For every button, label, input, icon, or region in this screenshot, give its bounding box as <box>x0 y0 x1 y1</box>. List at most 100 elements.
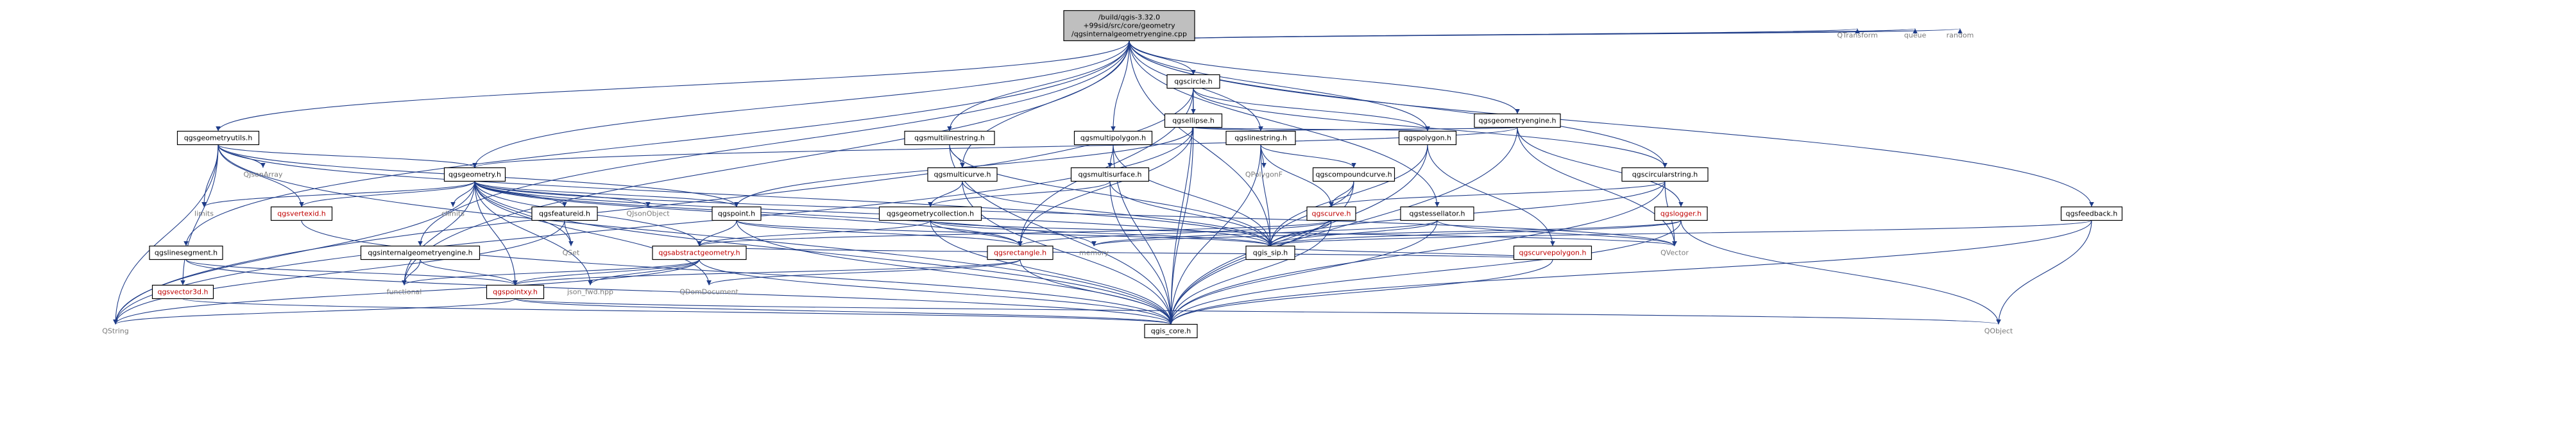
edge-qgspolygon-to-qgis_sip <box>1268 144 1428 246</box>
node-qgsgeometryutils[interactable]: qgsgeometryutils.h <box>176 130 260 146</box>
node-root[interactable]: /build/qgis-3.32.0+99sid/src/core/geomet… <box>1063 10 1195 42</box>
node-random[interactable]: random <box>1947 31 1974 40</box>
edge-qgsgeometry-to-qgspoint <box>474 181 739 207</box>
node-qpolygonf[interactable]: QPolygonF <box>1245 171 1283 179</box>
node-qgsabstractgeometry[interactable]: qgsabstractgeometry.h <box>652 245 747 260</box>
node-box-qgslinestring <box>1225 130 1296 146</box>
node-qgslinestring[interactable]: qgslinestring.h <box>1225 130 1296 146</box>
node-qgscurvepolygon[interactable]: qgscurvepolygon.h <box>1513 245 1592 260</box>
node-qset[interactable]: QSet <box>563 249 580 257</box>
node-qgsinternalgeometryengine[interactable]: qgsinternalgeometryengine.h <box>360 245 481 260</box>
edge-qgsgeometryutils-to-qjsonarray <box>218 144 266 168</box>
node-label-json_fwd: json_fwd.hpp <box>567 288 613 296</box>
node-qgsmultisurface[interactable]: qgsmultisurface.h <box>1070 167 1150 182</box>
edge-qgsabstractgeometry-to-qgspointxy <box>513 259 700 285</box>
node-qobject[interactable]: QObject <box>1984 327 2013 336</box>
edge-qgsvertexid-to-qgis_core <box>301 220 1173 325</box>
edge-qgspointxy-to-qobject <box>515 298 2000 325</box>
node-qjsonarray[interactable]: QJsonArray <box>244 171 283 179</box>
node-qgspointxy[interactable]: qgspointxy.h <box>486 284 545 300</box>
edge-qgslinestring-to-qgis_sip <box>1260 144 1273 246</box>
node-qgis_sip[interactable]: qgis_sip.h <box>1245 245 1295 260</box>
node-box-qgsvertexid <box>270 206 333 221</box>
node-qstring[interactable]: QString <box>102 327 129 336</box>
node-label-qgsinternalgeometryengine: qgsinternalgeometryengine.h <box>368 249 472 257</box>
edge-qgslogger-to-qgis_sip <box>1268 220 1682 246</box>
node-qgsvertexid[interactable]: qgsvertexid.h <box>270 206 333 221</box>
node-label-qgsmultisurface: qgsmultisurface.h <box>1079 171 1142 179</box>
edge-qgsabstractgeometry-to-functional <box>402 259 700 285</box>
edge-qgsrectangle-to-qgspointxy <box>513 259 1021 285</box>
edge-qgstessellator-to-qgis_core <box>1168 220 1438 325</box>
edge-qgspointxy-to-qstring <box>113 298 516 325</box>
node-qgslogger[interactable]: qgslogger.h <box>1654 206 1708 221</box>
edge-qgsellipse-to-qgslinestring <box>1193 126 1263 132</box>
edge-qgsgeometry-to-climits <box>450 181 475 207</box>
node-queue[interactable]: queue <box>1904 31 1927 40</box>
node-qgsmulticurve[interactable]: qgsmulticurve.h <box>927 167 998 182</box>
edge-qgsgeometry-to-qgspointxy <box>474 181 518 285</box>
node-qgstessellator[interactable]: qgstessellator.h <box>1400 206 1474 221</box>
node-label-climits: climits <box>441 210 465 218</box>
node-box-qgis_core <box>1144 323 1198 339</box>
node-limits[interactable]: limits <box>194 210 214 218</box>
node-label-queue: queue <box>1904 31 1927 40</box>
node-qgspolygon[interactable]: qgspolygon.h <box>1398 130 1457 146</box>
edge-qgsgeometryengine-to-qgis_core <box>1168 127 1518 325</box>
node-box-qgsrectangle <box>987 245 1053 260</box>
node-qgscircularstring[interactable]: qgscircularstring.h <box>1621 167 1709 182</box>
node-box-qgis_sip <box>1245 245 1295 260</box>
node-qgis_core[interactable]: qgis_core.h <box>1144 323 1198 339</box>
node-label-root: /build/qgis-3.32.0 <box>1098 13 1160 22</box>
node-box-root <box>1063 10 1195 42</box>
node-qgsellipse[interactable]: qgsellipse.h <box>1164 113 1223 128</box>
node-qgsgeometryengine[interactable]: qgsgeometryengine.h <box>1474 113 1561 128</box>
edge-qgscircle-to-qgsrectangle <box>1018 88 1194 246</box>
edge-qgsabstractgeometry-to-qstring <box>113 259 700 325</box>
edge-qgstessellator-to-memory <box>1091 220 1438 246</box>
node-label-qgslinesegment: qgslinesegment.h <box>155 249 218 257</box>
node-qgspoint[interactable]: qgspoint.h <box>712 206 762 221</box>
node-qdomdocument[interactable]: QDomDocument <box>679 288 738 296</box>
edge-qgslogger-to-memory <box>1091 220 1682 246</box>
node-qgscurve[interactable]: qgscurve.h <box>1306 206 1356 221</box>
node-memory[interactable]: memory <box>1079 249 1109 257</box>
edge-qgspoint-to-qgsrectangle <box>736 220 1023 246</box>
node-qvector[interactable]: QVector <box>1660 249 1689 257</box>
edge-qgsgeometryutils-to-limits <box>201 144 219 207</box>
edge-qgsgeometryutils-to-qstring <box>113 144 219 325</box>
node-label-qjsonarray: QJsonArray <box>244 171 283 179</box>
node-climits[interactable]: climits <box>441 210 465 218</box>
node-qjsonobject[interactable]: QJsonObject <box>626 210 670 218</box>
node-qgsfeedback[interactable]: qgsfeedback.h <box>2060 206 2123 221</box>
node-box-qgsgeometryengine <box>1474 113 1561 128</box>
edge-qgsrectangle-to-qdomdocument <box>706 259 1021 285</box>
node-box-qgscurvepolygon <box>1513 245 1592 260</box>
node-qgslinesegment[interactable]: qgslinesegment.h <box>149 245 223 260</box>
edge-qgsgeometry-to-qgis_core <box>474 181 1173 325</box>
node-qgsmultilinestring[interactable]: qgsmultilinestring.h <box>904 130 995 146</box>
node-functional[interactable]: functional <box>387 288 422 296</box>
node-label-qvector: QVector <box>1660 249 1689 257</box>
edge-qgsgeometrycollection-to-qgis_core <box>930 220 1173 325</box>
node-qgscircle[interactable]: qgscircle.h <box>1166 74 1220 89</box>
edge-qgsgeometry-to-qstring <box>113 181 475 325</box>
node-qgsfeatureid[interactable]: qgsfeatureid.h <box>531 206 598 221</box>
node-qgscompoundcurve[interactable]: qgscompoundcurve.h <box>1312 167 1395 182</box>
node-json_fwd[interactable]: json_fwd.hpp <box>567 288 613 296</box>
node-qgsvector3d[interactable]: qgsvector3d.h <box>151 284 214 300</box>
node-label-qgslinestring: qgslinestring.h <box>1234 134 1287 142</box>
node-qgsmultipolygon[interactable]: qgsmultipolygon.h <box>1073 130 1153 146</box>
node-qgsrectangle[interactable]: qgsrectangle.h <box>987 245 1053 260</box>
node-qgsgeometrycollection[interactable]: qgsgeometrycollection.h <box>878 206 982 221</box>
node-label-qgscircularstring: qgscircularstring.h <box>1632 171 1698 179</box>
node-qgsgeometry[interactable]: qgsgeometry.h <box>443 167 506 182</box>
edge-qgsgeometryutils-to-qgis_sip <box>218 144 1273 246</box>
node-qtransform[interactable]: QTransform <box>1837 31 1877 40</box>
node-label-qgsvertexid: qgsvertexid.h <box>277 210 325 218</box>
node-label-functional: functional <box>387 288 422 296</box>
edge-qgsgeometry-to-limits <box>201 181 475 207</box>
edge-root-to-qgsfeedback <box>1129 40 2094 207</box>
edge-qgsgeometrycollection-to-qgsrectangle <box>930 220 1023 246</box>
node-label-qgsgeometryengine: qgsgeometryengine.h <box>1479 117 1557 125</box>
